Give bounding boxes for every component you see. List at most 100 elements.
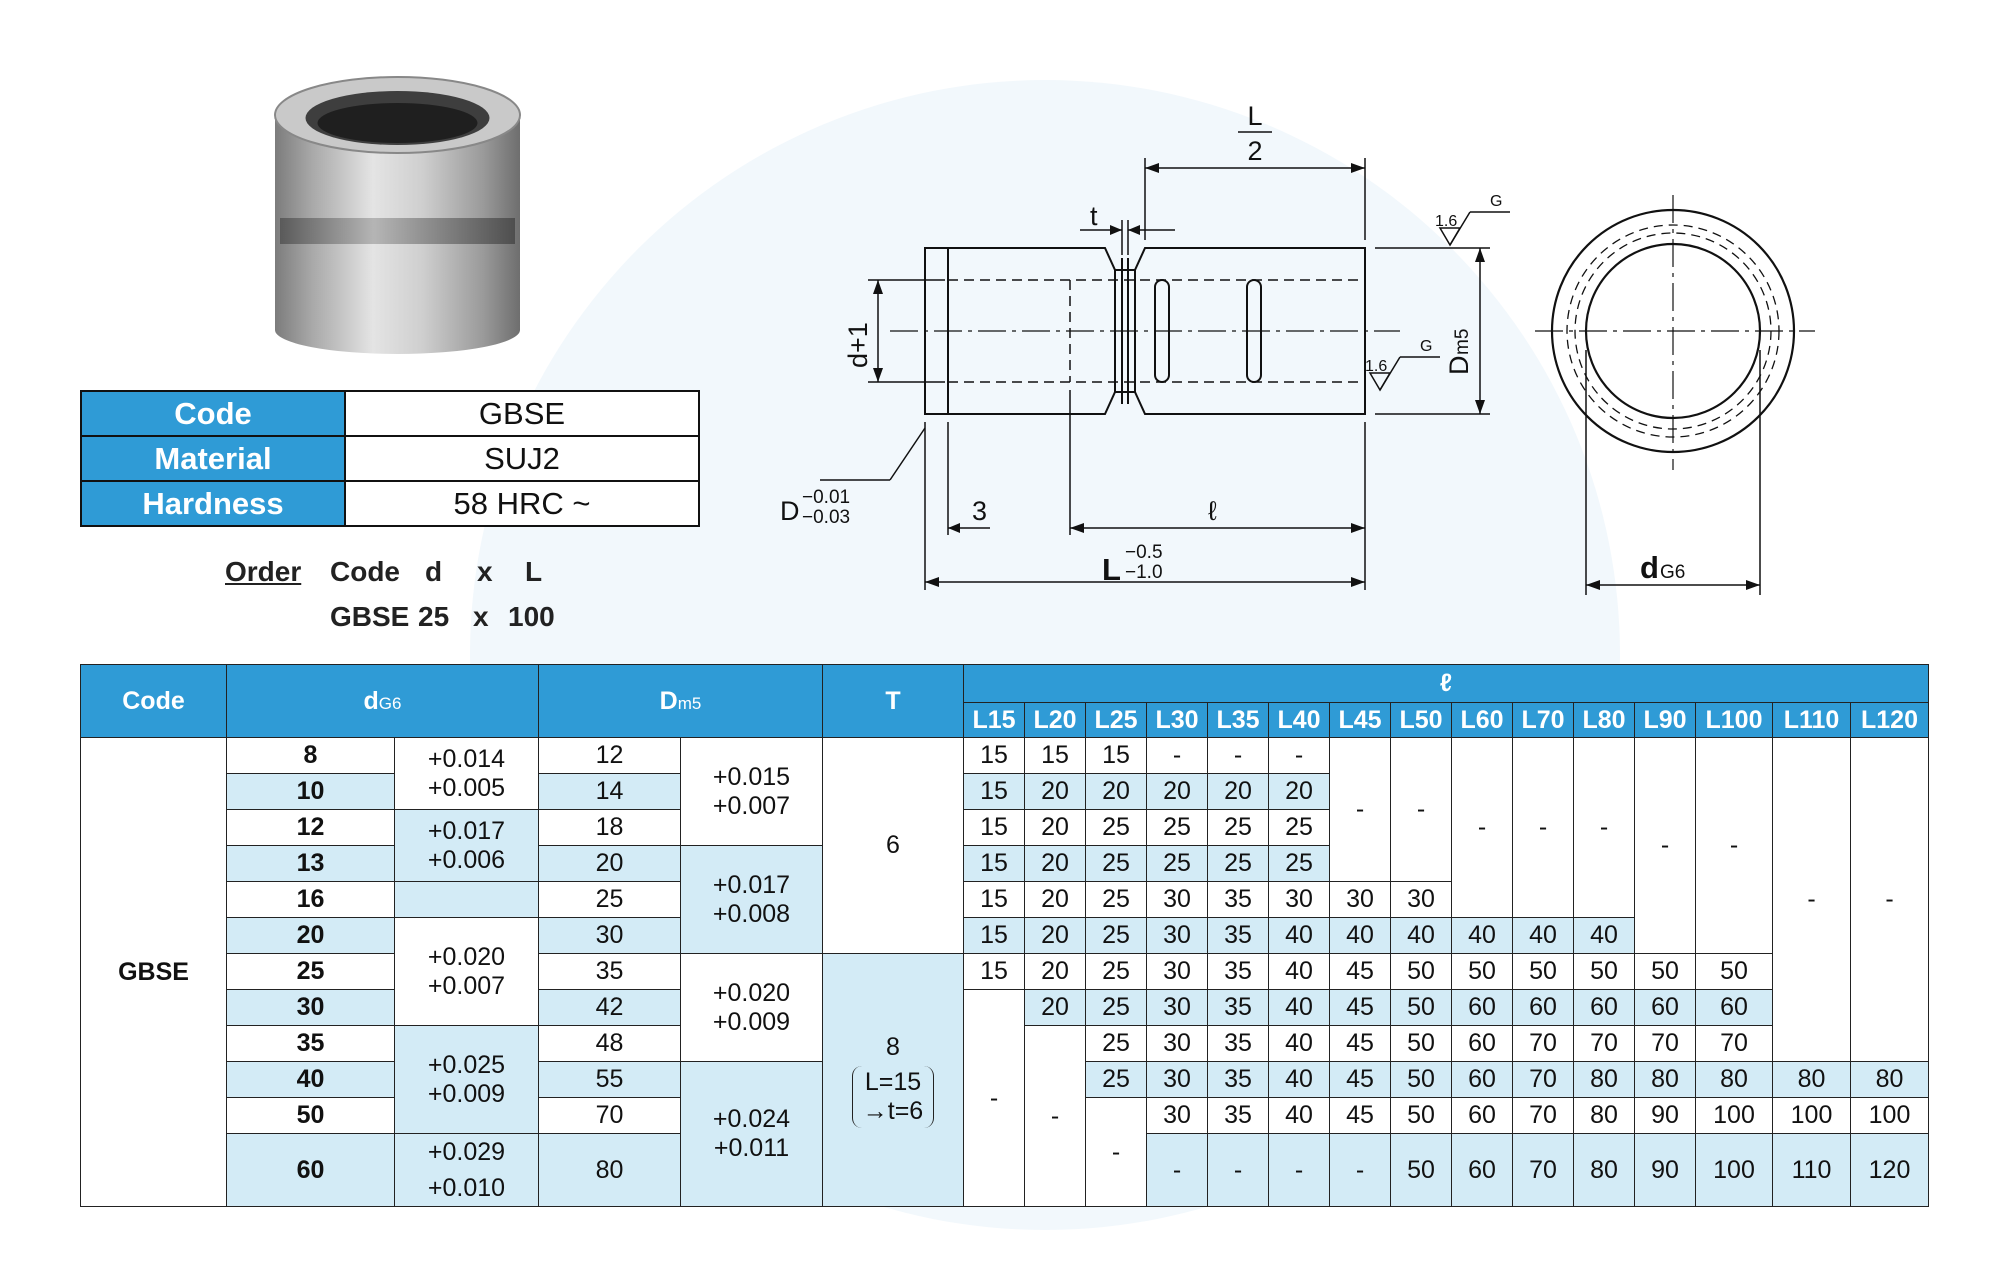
ell-cell: 50 (1390, 1133, 1452, 1207)
ell-cell: - (1268, 1133, 1330, 1207)
D-tol-low: +0.011 (713, 1134, 790, 1162)
ell-cell: 70 (1512, 1133, 1574, 1207)
ell-cell: - (1268, 737, 1330, 774)
header-L100: L100 (1695, 702, 1773, 738)
ell-cell: 30 (1146, 953, 1208, 990)
ell-cell: 35 (1207, 881, 1269, 918)
ell-cell: 50 (1634, 953, 1696, 990)
ell-cell: 100 (1695, 1097, 1773, 1134)
header-L70: L70 (1512, 702, 1574, 738)
ell-cell: 100 (1695, 1133, 1773, 1207)
ell-cell: 50 (1573, 953, 1635, 990)
dim-L-main: L (1102, 552, 1121, 587)
ell-cell: 25 (1085, 809, 1147, 846)
order-example: Order Code d x L GBSE 25 x 100 (225, 556, 555, 646)
spec-material-value: SUJ2 (344, 435, 700, 482)
bushing-photo (274, 76, 521, 354)
table-row: 12 +0.017+0.006 18 15 20 25 25 25 25 (81, 809, 1929, 882)
ell-cell: - (1207, 1133, 1269, 1207)
dim-L-tol-up: −0.5 (1125, 542, 1163, 563)
d-tol-up: +0.017 (427, 816, 506, 845)
d-tol-up: +0.025 (427, 1050, 506, 1079)
ell-cell: 30 (1268, 881, 1330, 918)
ell-cell: 50 (1512, 953, 1574, 990)
ell-cell: 90 (1634, 1097, 1696, 1134)
header-L30: L30 (1146, 702, 1208, 738)
ell-cell: 60 (1451, 1061, 1513, 1098)
order-header-L: L (525, 556, 543, 587)
ell-cell: - (1390, 737, 1452, 882)
ell-cell: 30 (1146, 917, 1208, 954)
ell-cell: 25 (1146, 845, 1208, 882)
d-tol-low: +0.007 (427, 971, 506, 1000)
header-dG6-main: d (363, 686, 379, 715)
ell-cell: 40 (1268, 1025, 1330, 1062)
d-tolerance: +0.020+0.007 (394, 917, 539, 1026)
D-value: 80 (538, 1133, 681, 1207)
ell-cell: - (1850, 737, 1929, 1062)
T-value: 6 (822, 737, 964, 954)
ell-cell: 50 (1390, 1097, 1452, 1134)
ell-cell: 30 (1146, 1061, 1208, 1098)
dim-Dm5-sub: m5 (1452, 329, 1473, 355)
ell-cell: 25 (1085, 989, 1147, 1026)
ell-cell: 45 (1329, 1061, 1391, 1098)
ell-cell: 60 (1512, 989, 1574, 1026)
d-tol-low: +0.005 (427, 773, 506, 802)
header-L15: L15 (963, 702, 1025, 738)
d-value: 50 (226, 1097, 395, 1134)
dim-D-main: D (780, 496, 800, 526)
D-tol-up: +0.017 (712, 870, 791, 899)
D-value: 25 (538, 881, 681, 918)
dim-t: t (1090, 201, 1098, 231)
dim-ell: ℓ (1208, 496, 1217, 526)
ell-cell: 30 (1146, 1025, 1208, 1062)
header-L40: L40 (1268, 702, 1330, 738)
spec-hardness-label: Hardness (80, 480, 346, 527)
d-tol-up: +0.014 (427, 744, 506, 773)
ell-cell: 80 (1573, 1061, 1635, 1098)
ell-cell: 60 (1451, 1025, 1513, 1062)
ell-cell: 80 (1695, 1061, 1773, 1098)
ell-cell: 40 (1268, 1061, 1330, 1098)
T-note-line1: L=15 (864, 1067, 922, 1096)
spec-row-code: Code GBSE (80, 390, 700, 437)
header-ell: ℓ (963, 664, 1929, 703)
ell-cell: 80 (1634, 1061, 1696, 1098)
ell-cell: 80 (1850, 1061, 1929, 1098)
ell-cell: - (1329, 737, 1391, 882)
T-value-b: 8 L=15 →t=6 (822, 953, 964, 1207)
d-value: 35 (226, 1025, 395, 1062)
ell-cell: 35 (1207, 917, 1269, 954)
ell-cell: 35 (1207, 1097, 1269, 1134)
header-L20: L20 (1024, 702, 1086, 738)
order-header-d: d (425, 556, 443, 587)
header-L45: L45 (1329, 702, 1391, 738)
ell-cell: 50 (1390, 1061, 1452, 1098)
dim-D-tol-low: −0.03 (802, 507, 850, 528)
ell-cell: 30 (1390, 881, 1452, 918)
ell-cell: 25 (1268, 845, 1330, 882)
ell-cell: 20 (1024, 989, 1086, 1026)
ell-cell: 15 (963, 737, 1025, 774)
ell-cell: 70 (1512, 1097, 1574, 1134)
ell-cell: 15 (963, 773, 1025, 810)
table-row: 10 14 15 20 20 20 20 20 (81, 773, 1929, 810)
ell-cell: 35 (1207, 1061, 1269, 1098)
ell-cell: 40 (1268, 953, 1330, 990)
ell-cell: - (1329, 1133, 1391, 1207)
ell-cell: - (1207, 737, 1269, 774)
ell-cell: - (1085, 1097, 1147, 1207)
table-row: 35 +0.025+0.009 48 - 25 30 35 40 45 50 6… (81, 1025, 1929, 1207)
ell-cell: 70 (1512, 1061, 1574, 1098)
dim-Dm5-main: D (1444, 356, 1474, 376)
d-value: 8 (226, 737, 395, 774)
ell-cell: 45 (1329, 1097, 1391, 1134)
D-value: 70 (538, 1097, 681, 1134)
spec-material-label: Material (80, 435, 346, 482)
dim-D-tol-up: −0.01 (802, 487, 850, 508)
ell-cell: 20 (1268, 773, 1330, 810)
dimension-table: Code dG6 Dm5 T ℓ L15 L20 L25 L30 L35 L40… (80, 664, 1929, 1207)
ell-cell: 20 (1024, 917, 1086, 954)
d-value: 10 (226, 773, 395, 810)
